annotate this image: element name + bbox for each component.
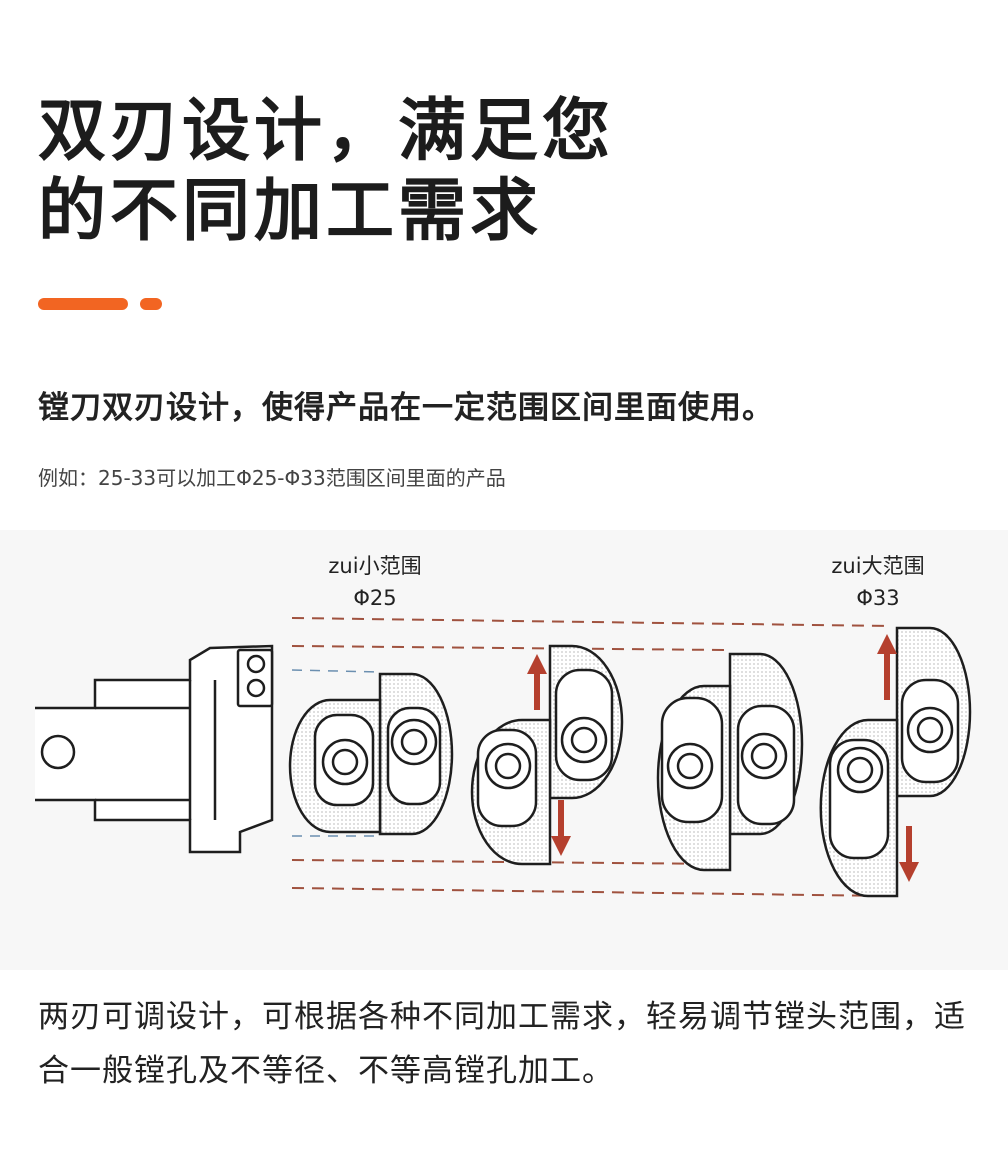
guide-line-bottom-min: [291, 859, 726, 865]
footer-description: 两刃可调设计，可根据各种不同加工需求，轻易调节镗头范围，适合一般镗孔及不等径、不…: [38, 999, 966, 1089]
min-range-label: zui小范围 Φ25: [305, 550, 445, 614]
intro-example: 例如：25-33可以加工Φ25-Φ33范围区间里面的产品: [38, 466, 506, 490]
guide-lines: [291, 617, 891, 897]
guide-lines-light: [291, 669, 381, 837]
arrow-down-icon: [899, 826, 919, 882]
title-line-2: 的不同加工需求: [38, 172, 543, 251]
insert-pair-min: [288, 672, 454, 836]
guide-line-ref-top: [291, 669, 381, 673]
arrow-up-icon: [877, 634, 897, 700]
accent-dot: [140, 298, 162, 310]
tool-holder: [35, 644, 274, 854]
max-range-label: zui大范围 Φ33: [808, 550, 948, 614]
boring-tool-diagram: [0, 530, 1008, 970]
insert-pair-2: [470, 644, 624, 866]
insert-pair-max: [819, 626, 972, 898]
intro-subtitle: 镗刀双刃设计，使得产品在一定范围区间里面使用。: [38, 390, 774, 426]
arrow-up-icon: [527, 654, 547, 710]
page-title: 双刃设计，满足您 的不同加工需求: [38, 92, 614, 252]
title-line-1: 双刃设计，满足您: [38, 92, 615, 171]
min-range-value: Φ25: [353, 586, 397, 610]
boring-tool-illustration: [35, 617, 972, 898]
max-range-text: zui大范围: [831, 554, 925, 578]
guide-line-top-min: [291, 645, 726, 651]
arrow-down-icon: [551, 800, 571, 856]
accent-bar: [38, 298, 128, 310]
max-range-value: Φ33: [856, 586, 900, 610]
guide-line-top-max: [291, 617, 891, 627]
insert-pair-3: [656, 652, 804, 872]
guide-line-bottom-max: [291, 887, 891, 897]
min-range-text: zui小范围: [328, 554, 422, 578]
